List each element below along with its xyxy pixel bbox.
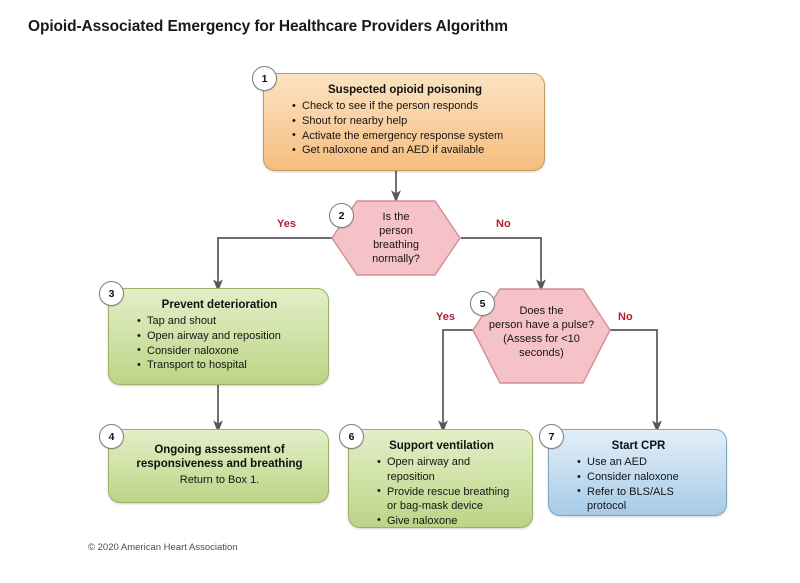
edge-2-3 xyxy=(213,237,332,292)
node-3-heading: Prevent deterioration xyxy=(161,299,278,311)
node-6-bullets: Open airway and reposition Provide rescu… xyxy=(363,455,520,528)
list-item: Consider naloxone xyxy=(577,470,714,485)
node-2-text: Is the person breathing normally? xyxy=(331,200,461,276)
list-item: Shout for nearby help xyxy=(292,114,532,129)
list-item: Get naloxone and an AED if available xyxy=(292,143,532,158)
node-7-heading: Start CPR xyxy=(611,440,666,452)
branch-label-5-yes: Yes xyxy=(436,311,455,323)
node-3-badge: 3 xyxy=(99,281,124,306)
node-6-heading: Support ventilation xyxy=(389,440,494,452)
node-5-text: Does the person have a pulse? (Assess fo… xyxy=(472,288,611,384)
node-5-does-person-have-a-pulse[interactable]: Does the person have a pulse? (Assess fo… xyxy=(472,288,611,384)
list-item: Open airway and reposition xyxy=(377,455,520,484)
node-6-badge: 6 xyxy=(339,424,364,449)
node-3-bullets: Tap and shout Open airway and reposition… xyxy=(123,314,316,373)
node-2-line-3: normally? xyxy=(372,253,420,266)
branch-label-5-no: No xyxy=(618,311,633,323)
copyright-notice: © 2020 American Heart Association xyxy=(88,542,238,553)
list-item: Check to see if the person responds xyxy=(292,99,532,114)
node-7-start-cpr[interactable]: Start CPR Use an AED Consider naloxone R… xyxy=(548,429,727,516)
list-item: Tap and shout xyxy=(137,314,316,329)
node-5-line-2: person have a pulse? xyxy=(488,319,595,332)
list-item: Activate the emergency response system xyxy=(292,128,532,144)
node-5-line-3: (Assess for <10 xyxy=(503,333,580,346)
list-item: Consider naloxone xyxy=(137,343,316,359)
node-1-bullets: Check to see if the person responds Shou… xyxy=(278,99,532,158)
branch-label-2-yes: Yes xyxy=(277,218,296,230)
node-4-badge: 4 xyxy=(99,424,124,449)
list-item: Give naloxone xyxy=(377,513,520,529)
node-1-badge: 1 xyxy=(252,66,277,91)
node-4-heading-line-1: Ongoing assessment of xyxy=(154,444,285,456)
node-5-badge: 5 xyxy=(470,291,495,316)
node-2-line-1: Is the xyxy=(382,210,410,223)
list-item-continuation: or bag-mask device xyxy=(387,500,483,513)
node-7-bullets: Use an AED Consider naloxone Refer to BL… xyxy=(563,455,714,514)
node-6-support-ventilation[interactable]: Support ventilation Open airway and repo… xyxy=(348,429,533,528)
node-1-heading: Suspected opioid poisoning xyxy=(328,84,482,96)
node-3-prevent-deterioration[interactable]: Prevent deterioration Tap and shout Open… xyxy=(108,288,329,385)
edge-5-6 xyxy=(438,329,473,433)
node-2-badge: 2 xyxy=(329,203,354,228)
hexagon-shape xyxy=(472,288,611,384)
hexagon-shape xyxy=(331,200,461,276)
list-item: Provide rescue breathing xyxy=(377,484,520,500)
edge-5-7 xyxy=(610,329,662,433)
list-item: Use an AED xyxy=(577,455,714,470)
list-item: Open airway and reposition xyxy=(137,329,316,344)
node-2-line-2: person breathing xyxy=(373,224,419,251)
node-5-line-1: Does the xyxy=(519,305,564,317)
list-item: Refer to BLS/ALS protocol xyxy=(577,484,714,514)
node-4-return-text: Return to Box 1. xyxy=(179,473,260,486)
node-5-line-4: seconds) xyxy=(519,347,564,360)
node-4-ongoing-assessment[interactable]: Ongoing assessment of responsiveness and… xyxy=(108,429,329,503)
node-4-heading-line-2: responsiveness and breathing xyxy=(136,458,303,471)
list-item: Transport to hospital xyxy=(137,358,316,373)
node-7-badge: 7 xyxy=(539,424,564,449)
branch-label-2-no: No xyxy=(496,218,511,230)
edge-2-5 xyxy=(461,237,546,292)
node-1-suspected-opioid-poisoning[interactable]: Suspected opioid poisoning Check to see … xyxy=(263,73,545,171)
page-title: Opioid-Associated Emergency for Healthca… xyxy=(28,18,508,35)
node-2-is-person-breathing-normally[interactable]: Is the person breathing normally? xyxy=(331,200,461,276)
